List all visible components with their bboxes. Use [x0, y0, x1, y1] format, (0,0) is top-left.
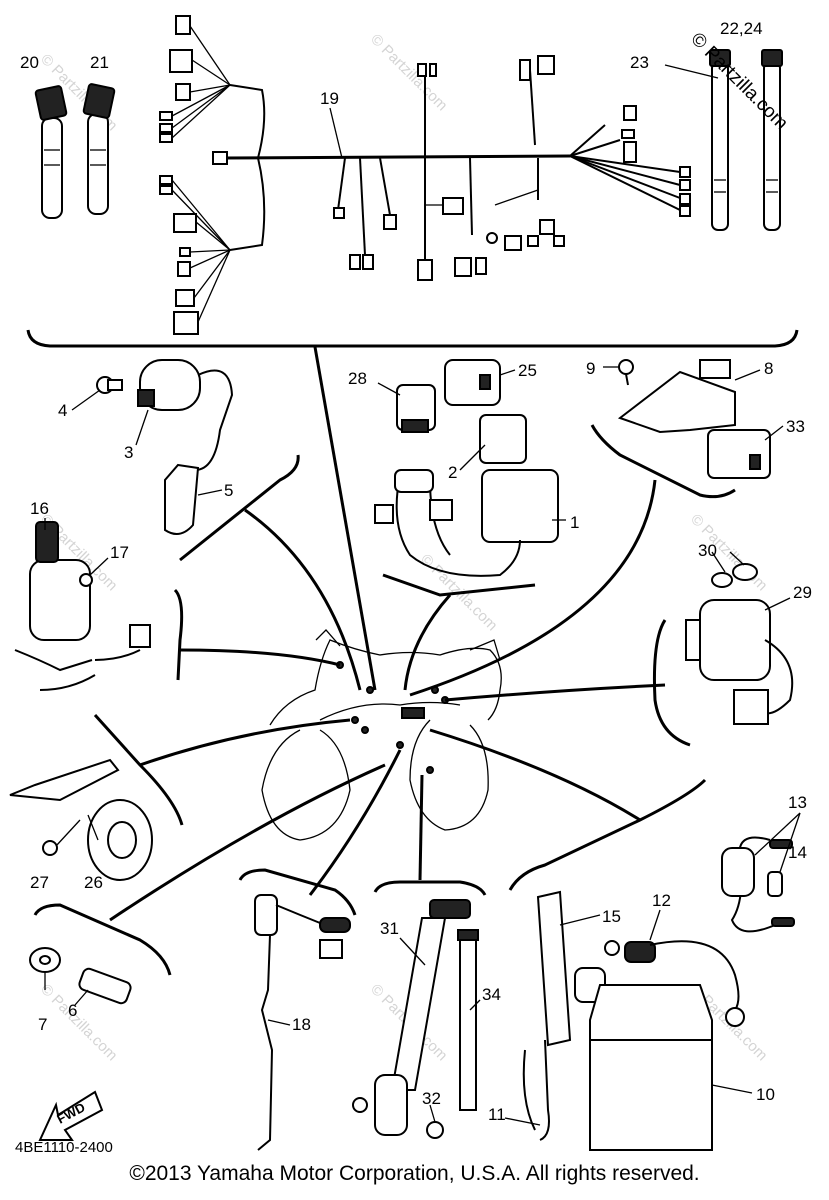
callout-numbers: 1 2 3 4 5 6 7 8 9 10 11 12 13 14 15 16 1…: [20, 19, 812, 1124]
harness-group-bracket: [26, 329, 799, 348]
group-brackets: [33, 424, 736, 976]
watermark-faint: © Partzilla.com: [367, 31, 450, 114]
callout-21: 21: [90, 53, 109, 72]
callout-15: 15: [602, 907, 621, 926]
leader-lines: [109, 346, 666, 922]
motorcycle-outline: [261, 629, 502, 841]
callout-12: 12: [652, 891, 671, 910]
callout-26: 26: [84, 873, 103, 892]
callout-30: 30: [698, 541, 717, 560]
callout-3: 3: [124, 443, 133, 462]
forward-direction-arrow: FWD: [38, 1090, 104, 1141]
callout-22-24: 22,24: [720, 19, 763, 38]
callout-29: 29: [793, 583, 812, 602]
starter-relay: [685, 563, 794, 725]
brake-switch: [352, 899, 479, 1139]
callout-34: 34: [482, 985, 501, 1004]
regulator-group: [617, 359, 771, 479]
callout-6: 6: [68, 1001, 77, 1020]
callout-10: 10: [756, 1085, 775, 1104]
callout-27: 27: [30, 873, 49, 892]
main-switch: [14, 521, 151, 691]
callout-2: 2: [448, 463, 457, 482]
cable-tie-21: [82, 83, 116, 215]
callout-17: 17: [110, 543, 129, 562]
cable-tie-23: [709, 49, 731, 231]
callout-5: 5: [224, 481, 233, 500]
battery-group: [522, 890, 745, 1151]
callout-31: 31: [380, 919, 399, 938]
callout-leaders: [44, 64, 801, 1126]
horn: [9, 758, 153, 881]
cable-tie-20: [34, 85, 68, 219]
callout-19: 19: [320, 89, 339, 108]
callout-7: 7: [38, 1015, 47, 1034]
sensor-lead: [254, 894, 351, 1151]
callout-16: 16: [30, 499, 49, 518]
ignition-coil: [96, 359, 234, 535]
callout-23: 23: [630, 53, 649, 72]
callout-32: 32: [422, 1089, 441, 1108]
callout-14: 14: [788, 843, 807, 862]
callout-13: 13: [788, 793, 807, 812]
relay-cdi-group: [374, 359, 559, 577]
callout-20: 20: [20, 53, 39, 72]
neutral-switch: [29, 947, 132, 1005]
callout-9: 9: [586, 359, 595, 378]
wire-harness: [159, 15, 691, 335]
callout-25: 25: [518, 361, 537, 380]
callout-18: 18: [292, 1015, 311, 1034]
callout-1: 1: [570, 513, 579, 532]
callout-11: 11: [488, 1105, 506, 1124]
copyright-notice: ©2013 Yamaha Motor Corporation, U.S.A. A…: [129, 1162, 700, 1185]
callout-8: 8: [764, 359, 773, 378]
callout-4: 4: [58, 401, 67, 420]
diagram-code: 4BE1110-2400: [15, 1139, 113, 1156]
cable-tie-22-24: [761, 49, 783, 231]
callout-28: 28: [348, 369, 367, 388]
fuse-holder: [721, 836, 795, 933]
callout-33: 33: [786, 417, 805, 436]
